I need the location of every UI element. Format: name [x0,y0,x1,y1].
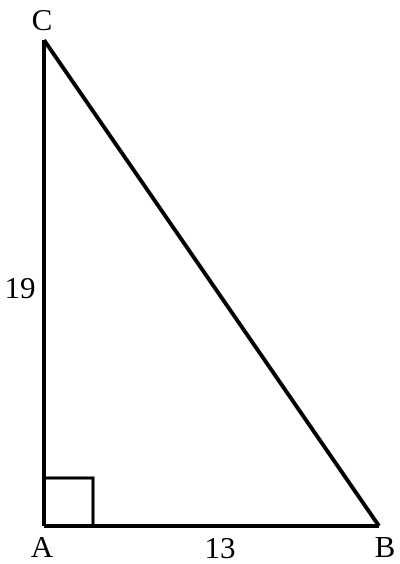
vertex-label-a: A [31,529,54,564]
vertex-label-b: B [375,529,396,564]
right-angle-marker [44,476,95,526]
side-label-ab: 13 [205,530,236,564]
side-bc [42,38,381,528]
vertex-label-c: C [32,2,53,37]
side-label-ac: 19 [5,270,36,305]
